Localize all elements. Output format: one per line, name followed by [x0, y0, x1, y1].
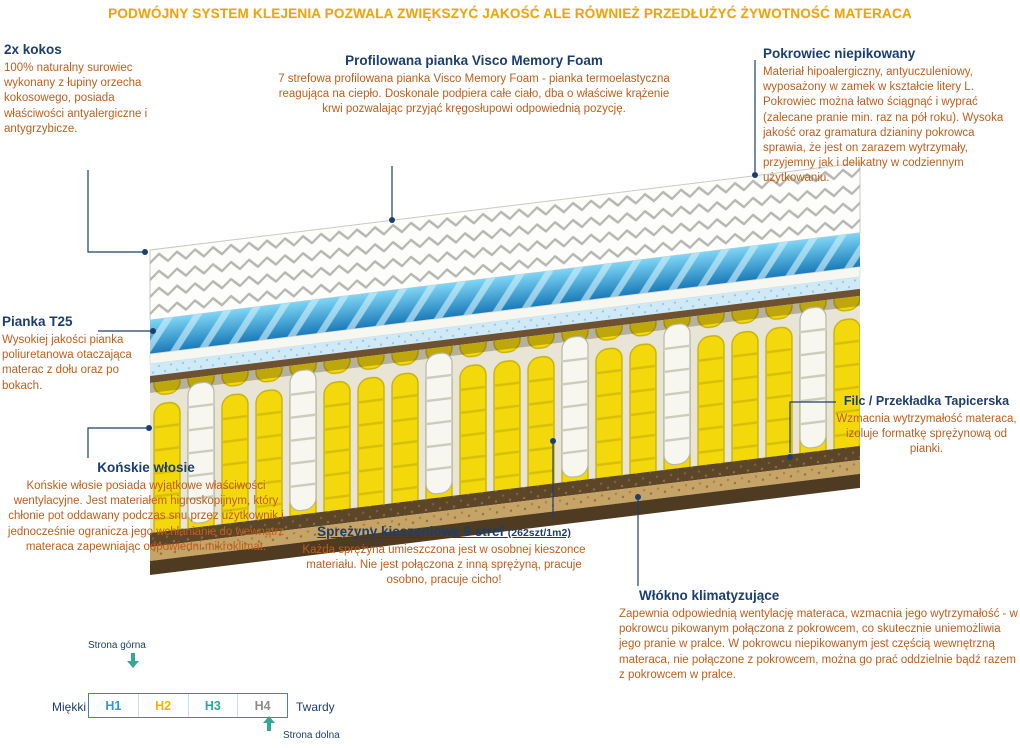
firmness-level-h2: H2 — [139, 694, 189, 717]
callout-kokos-body: 100% naturalny surowiec wykonany z łupin… — [4, 62, 148, 135]
callout-pokrowiec-body: Materiał hipoalergiczny, antyuczuleniowy… — [763, 66, 1004, 185]
callout-sprezyny-body: Każda sprężyna umieszczona jest w osobne… — [302, 544, 586, 587]
callout-sprezyny-title: Sprężyny kieszeniowe 9 stref (262szt/1m2… — [298, 524, 590, 539]
callout-konskie-wlosie-body: Końskie włosie posiada wyjątkowe właściw… — [7, 480, 285, 553]
top-banner-text: PODWÓJNY SYSTEM KLEJENIA POZWALA ZWIĘKSZ… — [108, 6, 912, 21]
callout-visco-title: Profilowana pianka Visco Memory Foam — [345, 53, 603, 68]
arrow-up-icon — [263, 716, 275, 731]
callout-kokos: 2x kokos 100% naturalny surowiec wykonan… — [4, 42, 174, 137]
arrow-down-icon — [127, 653, 139, 668]
scale-top-side-label: Strona górna — [88, 640, 146, 651]
callout-visco-body: 7 strefowa profilowana pianka Visco Memo… — [278, 73, 670, 116]
callout-pokrowiec: Pokrowiec niepikowany Materiał hipoalerg… — [763, 46, 1018, 186]
callout-filc-title: Filc / Przekładka Tapicerska — [843, 394, 1010, 408]
callout-pokrowiec-title: Pokrowiec niepikowany — [763, 46, 916, 61]
scale-hard-label: Twardy — [296, 700, 335, 714]
callout-pianka-t25-body: Wysokiej jakości pianka poliuretanowa ot… — [2, 334, 132, 392]
callout-kokos-title: 2x kokos — [4, 42, 62, 57]
scale-bottom-side-label: Strona dolna — [283, 730, 340, 741]
callout-filc-body: Wzmacnia wytrzymałość materaca, izoluje … — [836, 413, 1017, 456]
firmness-level-h1: H1 — [89, 694, 139, 717]
callout-sprezyny-title-note: (262szt/1m2) — [507, 527, 571, 539]
mattress-illustration — [149, 162, 861, 575]
callout-wlokno: Włókno klimatyzujące Zapewnia odpowiedni… — [619, 588, 1019, 683]
callout-sprezyny: Sprężyny kieszeniowe 9 stref (262szt/1m2… — [298, 524, 590, 589]
callout-wlokno-title: Włókno klimatyzujące — [639, 588, 780, 603]
callout-wlokno-body: Zapewnia odpowiednią wentylację materaca… — [619, 608, 1018, 681]
visco-wave-texture — [150, 232, 860, 354]
layer-base-foam — [150, 473, 860, 575]
callout-visco: Profilowana pianka Visco Memory Foam 7 s… — [278, 53, 670, 118]
firmness-levels: H1 H2 H3 H4 — [88, 693, 288, 718]
callout-pianka-t25-title: Pianka T25 — [2, 314, 73, 329]
firmness-level-h4: H4 — [254, 698, 271, 713]
firmness-level-h3: H3 — [189, 694, 239, 717]
callout-konskie-wlosie: Końskie włosie Końskie włosie posiada wy… — [2, 460, 290, 555]
callout-filc: Filc / Przekładka Tapicerska Wzmacnia wy… — [836, 394, 1017, 458]
callout-konskie-wlosie-title: Końskie włosie — [97, 460, 195, 475]
scale-soft-label: Miękki — [52, 700, 87, 714]
callout-pianka-t25: Pianka T25 Wysokiej jakości pianka poliu… — [2, 314, 134, 394]
foam-zigzag-texture — [150, 162, 860, 320]
layer-felt-white — [149, 266, 861, 365]
layer-coconut — [150, 288, 860, 383]
callout-sprezyny-title-main: Sprężyny kieszeniowe 9 stref — [317, 524, 505, 539]
